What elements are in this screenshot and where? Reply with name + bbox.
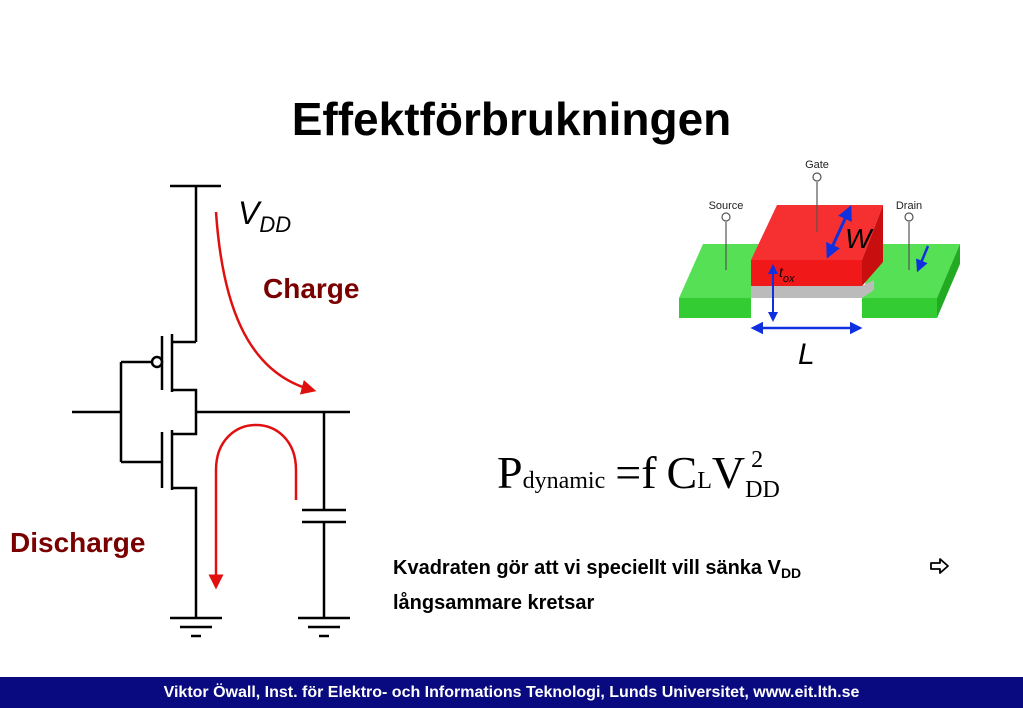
vdd-label-main: V <box>238 195 262 231</box>
drain-label: Drain <box>896 200 922 212</box>
nmos-drain <box>172 412 198 436</box>
drain-diffusion-top <box>862 244 960 298</box>
mosfet-structure: Gate Source Drain W tox L <box>679 159 960 371</box>
pmos-drain <box>172 388 198 412</box>
right-arrow-outline-icon <box>930 558 949 574</box>
gate-front <box>751 260 862 286</box>
formula-v-sub: DD <box>745 477 780 503</box>
nmos-source <box>172 486 198 618</box>
l-label: L <box>798 338 815 371</box>
gate-oxide <box>751 280 874 298</box>
cmos-inverter <box>72 184 350 638</box>
drain-diffusion-front <box>862 298 937 318</box>
note-text: Kvadraten gör att vi speciellt vill sänk… <box>393 553 993 618</box>
drain-diffusion-side <box>937 244 960 318</box>
note-line-2: långsammare kretsar <box>393 592 595 614</box>
formula-p-sub: dynamic <box>522 468 606 494</box>
vdd-label-sub: DD <box>259 212 291 237</box>
source-terminal <box>721 212 731 222</box>
charge-label: Charge <box>263 273 359 304</box>
pmos-bubble <box>150 355 164 369</box>
source-diffusion-top <box>679 244 759 298</box>
tox-label-sub: ox <box>783 273 795 285</box>
ground-symbol-nmos <box>170 616 222 638</box>
formula-f: f <box>641 447 657 498</box>
charge-arrow <box>214 211 317 395</box>
drain-width-arrow <box>916 245 930 273</box>
formula-v: V <box>711 447 746 498</box>
gate-label: Gate <box>805 159 829 171</box>
formula-equals: = <box>615 447 642 498</box>
formula-p: P <box>497 447 523 498</box>
w-dimension-arrow <box>826 205 852 259</box>
source-label: Source <box>709 200 744 212</box>
formula-v-sup: 2 <box>751 447 764 473</box>
ground-symbol-cap <box>298 616 350 638</box>
tox-label: tox <box>779 264 795 285</box>
note-line-1: Kvadraten gör att vi speciellt vill sänk… <box>393 553 993 588</box>
vdd-label: VDD <box>238 195 291 237</box>
discharge-arrow <box>208 423 298 590</box>
discharge-label: Discharge <box>10 527 145 558</box>
note-line-1-sub: DD <box>780 565 802 581</box>
gate-terminal <box>812 172 822 182</box>
tox-label-main: t <box>779 264 784 280</box>
formula-c: C <box>666 447 698 498</box>
source-diffusion-front <box>679 298 751 318</box>
gate-side <box>862 205 883 286</box>
note-line-1-text: Kvadraten gör att vi speciellt vill sänk… <box>393 557 781 579</box>
slide-title: Effektförbrukningen <box>291 93 732 145</box>
formula-c-sub: L <box>697 468 712 494</box>
drain-terminal <box>904 212 914 222</box>
w-label: W <box>845 223 874 254</box>
figure-canvas: VDD Charge Discharge Gate Sou <box>10 159 960 638</box>
slide-footer: Viktor Öwall, Inst. för Elektro- och Inf… <box>0 677 1023 708</box>
